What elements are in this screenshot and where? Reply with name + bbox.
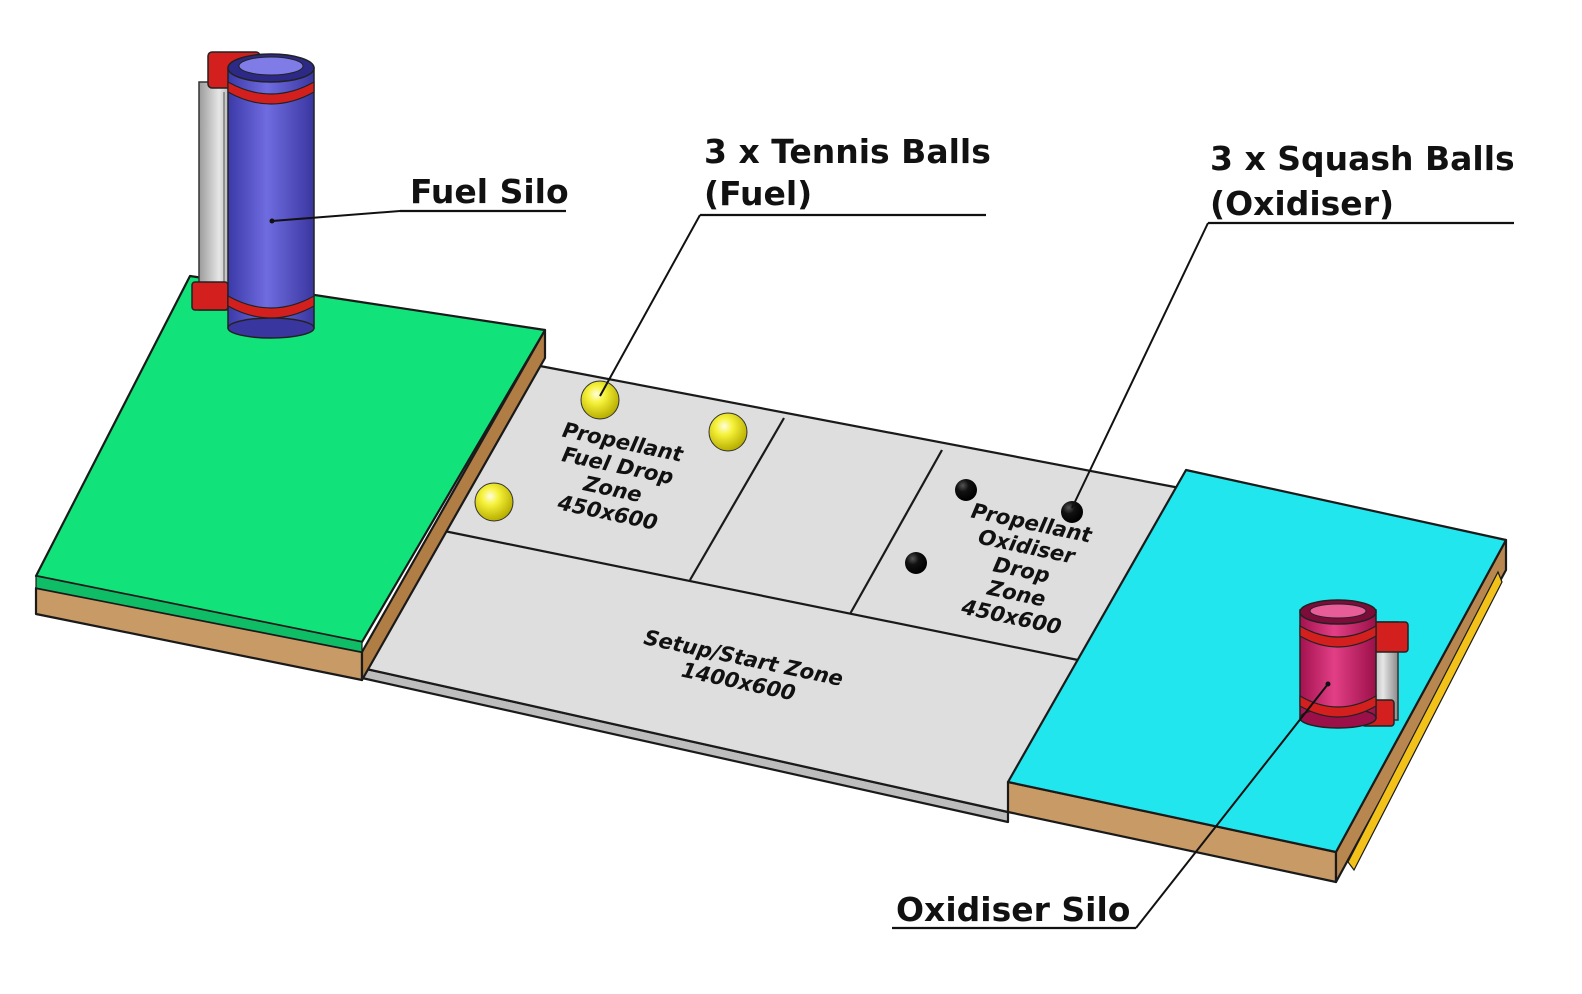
oxidiser-silo-label: Oxidiser Silo <box>896 890 1130 929</box>
callout-squash-balls: 3 x Squash Balls (Oxidiser) <box>1071 139 1515 509</box>
tennis-balls-title: 3 x Tennis Balls <box>704 132 991 171</box>
oxidiser-silo-clamp <box>1299 624 1377 648</box>
fuel-platform <box>34 274 547 682</box>
squash-ball-icon <box>905 552 927 574</box>
callout-oxidiser-silo: Oxidiser Silo <box>892 681 1331 930</box>
fuel-silo-bracket-bottom <box>191 281 229 311</box>
squash-balls-title: 3 x Squash Balls <box>1210 139 1515 178</box>
callout-tennis-balls: 3 x Tennis Balls (Fuel) <box>599 132 991 397</box>
tennis-ball-icon <box>474 482 514 522</box>
oxidiser-platform <box>1006 468 1508 884</box>
oxidiser-silo-bracket-top <box>1373 621 1409 653</box>
fuel-silo-leader <box>271 210 401 222</box>
fuel-silo-label: Fuel Silo <box>410 172 569 211</box>
divider-fuel-start <box>443 529 1079 662</box>
squash-ball-icon <box>1061 501 1083 523</box>
divider-middle-oxidiser <box>849 449 943 615</box>
tennis-ball-icon <box>708 412 748 452</box>
fuel-platform-edge <box>35 575 363 653</box>
fuel-silo <box>191 51 315 339</box>
oxidiser-silo-tube <box>1299 609 1377 719</box>
tennis-ball-icon <box>580 380 620 420</box>
oxidiser-platform-top <box>1006 468 1508 854</box>
tennis-balls <box>474 380 748 522</box>
tennis-balls-leader <box>599 214 701 397</box>
zone-label-fuel-drop: Propellant Fuel Drop Zone 450x600 <box>555 418 686 535</box>
squash-balls <box>905 479 1083 574</box>
fuel-silo-clamp <box>227 80 315 105</box>
callout-fuel-silo: Fuel Silo <box>269 172 569 224</box>
fuel-platform-wood-side <box>360 328 547 682</box>
squash-balls-leader <box>1071 222 1209 509</box>
oxidiser-silo <box>1299 599 1409 729</box>
tennis-balls-subtitle: (Fuel) <box>704 174 812 213</box>
fuel-silo-tube <box>227 67 315 329</box>
squash-ball-icon <box>955 479 977 501</box>
rail <box>1347 570 1503 872</box>
divider-fuel-middle <box>689 417 785 581</box>
oxidiser-silo-leader <box>1135 683 1329 929</box>
squash-balls-subtitle: (Oxidiser) <box>1210 184 1394 223</box>
central-floor <box>360 364 1182 824</box>
